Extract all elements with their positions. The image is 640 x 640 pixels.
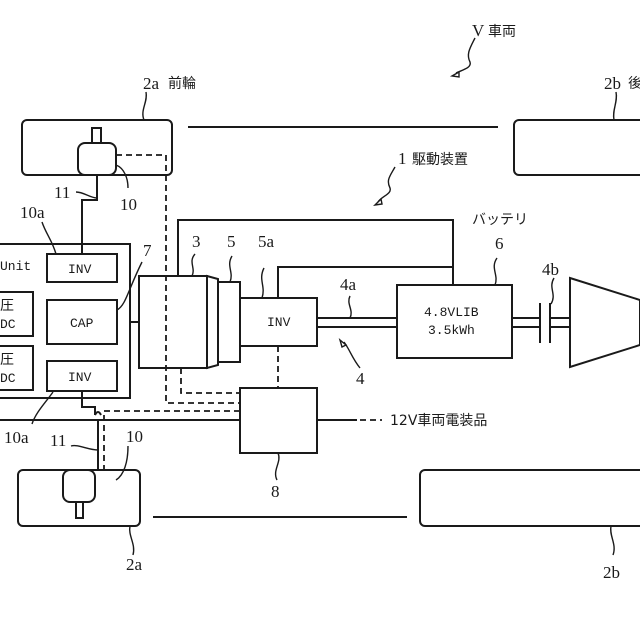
leader-5a <box>261 267 265 299</box>
leader-11-top <box>75 191 98 199</box>
cable-ref-top: 11 <box>54 183 70 202</box>
inverter-bottom-label: INV <box>68 370 92 385</box>
dc-converter-1-box <box>0 291 34 337</box>
rear-wheel-top <box>513 119 640 176</box>
engine-transition <box>206 274 219 370</box>
control-signal-engine <box>180 368 240 394</box>
converter-ref: 8 <box>271 482 280 501</box>
leader-10-bottom <box>115 445 129 481</box>
motor-inverter-ref: 5a <box>258 232 275 251</box>
dc-converter-2-box <box>0 345 34 391</box>
engine-box <box>138 275 208 369</box>
leader-2b-top <box>612 91 618 121</box>
axle-stub-top <box>91 127 102 145</box>
control-signal-top <box>116 154 240 404</box>
leader-10-top <box>115 164 129 189</box>
motor-inverter-label: INV <box>267 315 291 330</box>
leader-2b-bottom <box>609 525 615 556</box>
leader-2a-top <box>142 91 148 121</box>
battery-ref: 6 <box>495 234 504 253</box>
front-wheel-top-ref: 2a <box>143 74 160 93</box>
unit-ref: 7 <box>143 241 152 260</box>
motor-ref-bottom: 10 <box>126 427 143 446</box>
front-wheel-bottom-ref: 2a <box>126 555 143 574</box>
axle-stub-bottom <box>75 501 84 519</box>
power-line-ref: 4 <box>356 369 365 388</box>
leader-2a-bottom <box>128 525 135 556</box>
drive-device-ref: 1 <box>398 149 407 168</box>
dc-converter-2-line2: DC <box>0 371 16 386</box>
capacitor-label: CAP <box>70 316 94 331</box>
cable-top <box>81 175 98 254</box>
leader-6 <box>493 257 498 286</box>
leader-10a-top <box>41 221 57 255</box>
dc-converter-1-line1: 圧 <box>0 298 14 314</box>
cable-hop <box>94 411 102 416</box>
engine-ref: 3 <box>192 232 201 251</box>
cable-ref-bottom: 11 <box>50 431 66 450</box>
rear-wheel-top-ref: 2b <box>604 74 621 93</box>
leader-4a <box>348 295 352 319</box>
inverter-top-label: INV <box>68 262 92 277</box>
drive-device-outer-wire <box>177 219 454 322</box>
in-wheel-motor-bottom <box>62 469 96 503</box>
battery-box <box>396 284 513 359</box>
leader-5 <box>229 255 233 283</box>
motor-box <box>217 281 241 363</box>
battery-spec-voltage: 4.8VLIB <box>424 305 479 320</box>
capacitor-box <box>46 299 118 345</box>
dcdc-converter-box <box>239 387 318 454</box>
in-wheel-motor-top <box>77 142 117 176</box>
battery-name: バッテリ <box>472 212 528 228</box>
vehicle-name: 車両 <box>488 23 516 40</box>
motor-inverter-battery-wire <box>277 266 453 298</box>
battery-spec-capacity: 3.5kWh <box>428 323 475 338</box>
motor-ref: 5 <box>227 232 236 251</box>
power-line-4b-ref: 4b <box>542 260 559 279</box>
front-wheel-top-name: 前輪 <box>168 75 196 92</box>
accessory-label: 12V車両電装品 <box>390 412 487 429</box>
arrow-1-shaft <box>377 166 396 203</box>
motor-inverter-box <box>239 297 318 347</box>
drive-device-name: 駆動装置 <box>412 152 468 168</box>
leader-3 <box>191 253 196 277</box>
power-line-4a-ref: 4a <box>340 275 357 294</box>
dc-converter-2-line1: 圧 <box>0 352 14 368</box>
unit-label: Unit <box>0 259 31 274</box>
arrow-v-shaft <box>455 37 476 74</box>
load-device <box>569 276 640 369</box>
rear-wheel-top-name: 後 <box>628 76 640 92</box>
leader-4b <box>550 277 555 305</box>
arrow-4-head <box>338 338 348 349</box>
inverter-ref-top: 10a <box>20 203 45 222</box>
arrow-1-head <box>373 197 383 206</box>
rear-wheel-bottom-ref: 2b <box>603 563 620 582</box>
cable-bottom-upper <box>81 391 96 415</box>
inverter-ref-bottom: 10a <box>4 428 29 447</box>
leader-10a-bottom <box>31 391 54 425</box>
dc-converter-1-line2: DC <box>0 317 16 332</box>
motor-ref-top: 10 <box>120 195 137 214</box>
control-signal-bottom <box>103 410 240 470</box>
vehicle-ref: V <box>472 21 485 40</box>
arrow-4-shaft <box>343 341 361 369</box>
rear-wheel-bottom <box>419 469 640 527</box>
leader-11-bottom <box>70 444 99 451</box>
arrow-v-head <box>449 70 460 78</box>
leader-8 <box>274 452 280 481</box>
leader-7 <box>116 261 143 311</box>
